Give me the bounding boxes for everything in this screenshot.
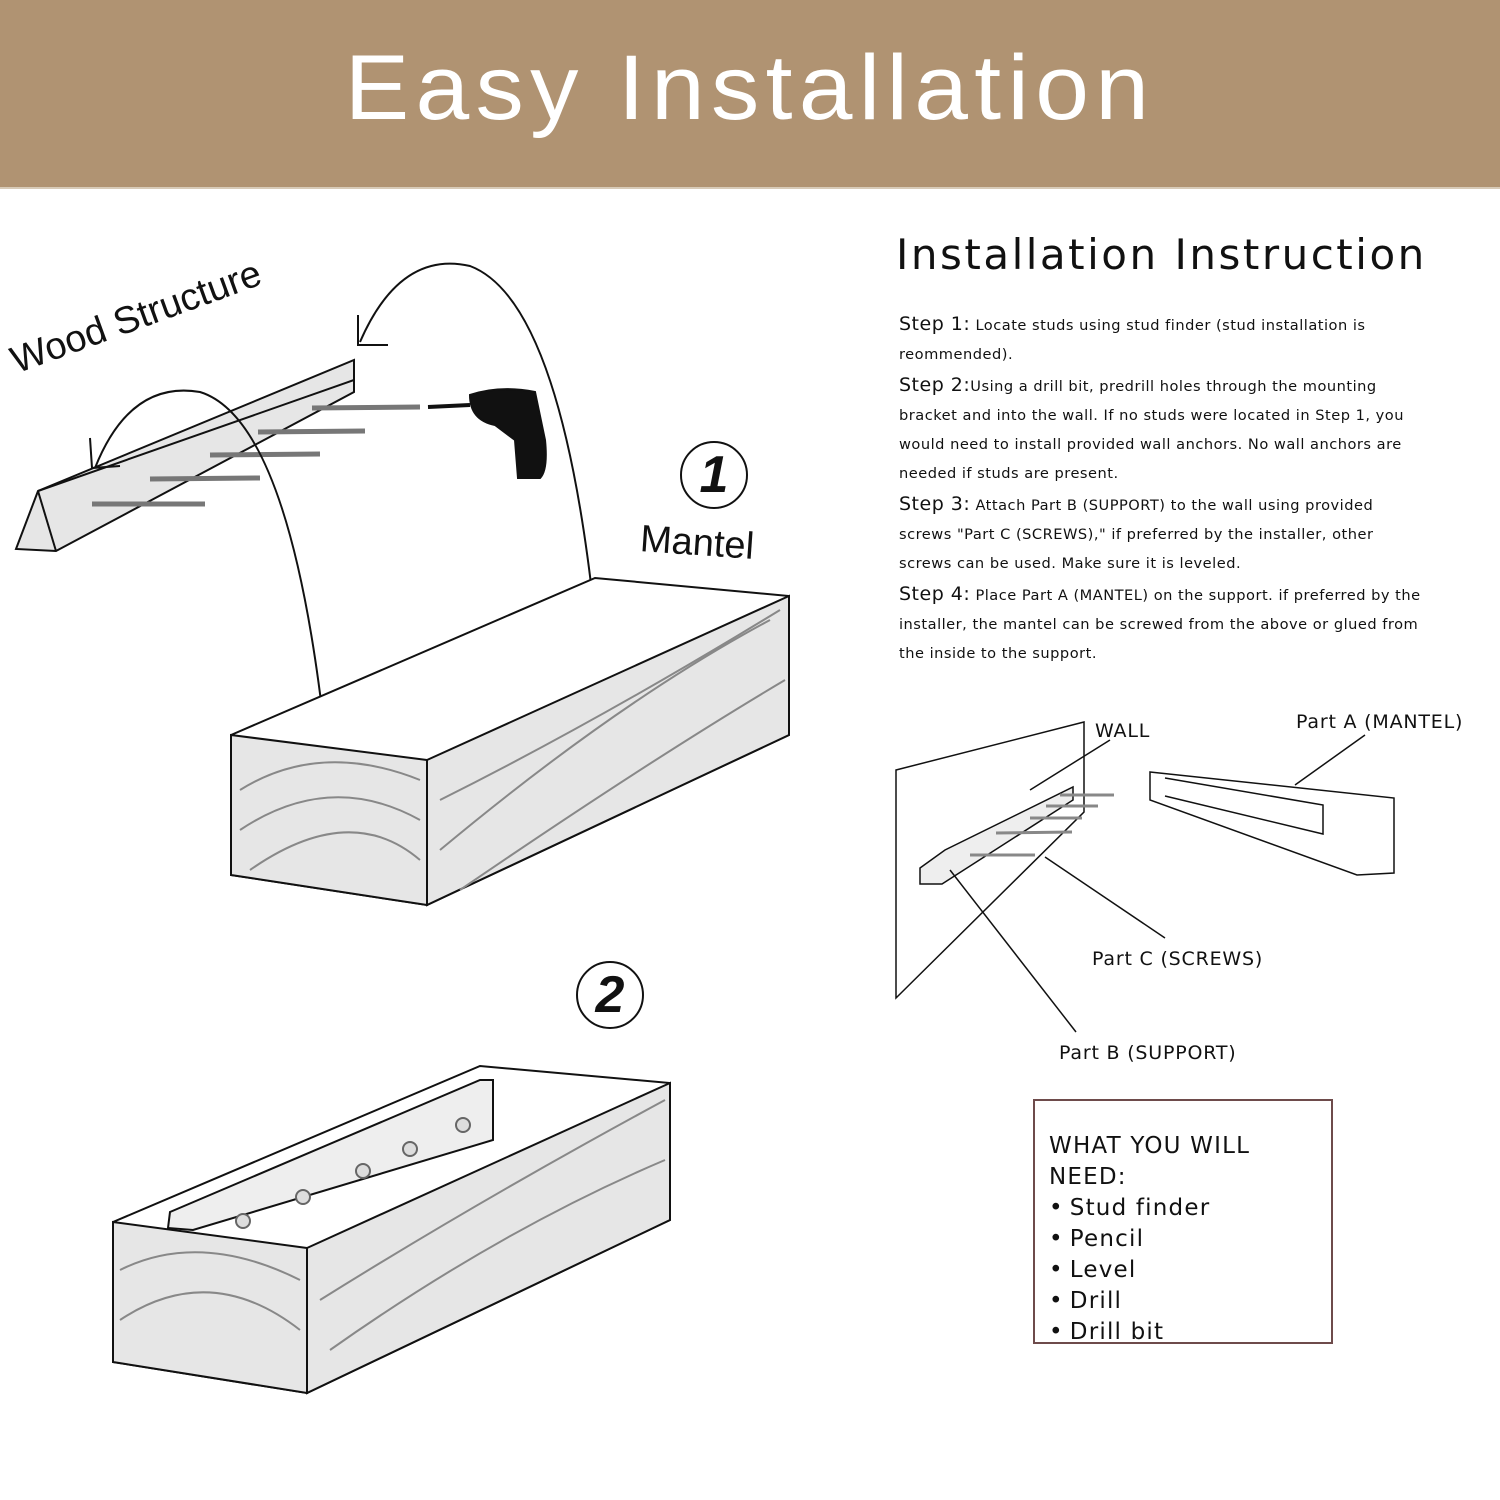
page-title: Easy Installation [344,37,1156,139]
arrow-curve-right [359,262,595,611]
instruction-steps: Step 1: Locate studs using stud finder (… [899,310,1429,670]
step-text: Using a drill bit, predrill holes throug… [899,378,1404,482]
part-a-label: Part A (MANTEL) [1296,711,1464,733]
tool-item: Drill [1049,1286,1331,1317]
tools-needed-title: WHAT YOU WILL NEED: [1049,1133,1251,1190]
instructions-title: Installation Instruction [896,230,1427,279]
part-b-label: Part B (SUPPORT) [1059,1042,1237,1064]
header-banner: Easy Installation [0,0,1500,189]
tool-item: Drill bit [1049,1317,1331,1348]
part-c-label: Part C (SCREWS) [1092,948,1264,970]
step-2: Step 2:Using a drill bit, predrill holes… [899,371,1429,488]
step-1: Step 1: Locate studs using stud finder (… [899,310,1429,369]
step-3: Step 3: Attach Part B (SUPPORT) to the w… [899,490,1429,578]
screws [92,404,421,507]
step-text: Attach Part B (SUPPORT) to the wall usin… [899,497,1374,572]
tools-list: Stud finder Pencil Level Drill Drill bit [1049,1193,1331,1348]
parts-diagram [895,721,1395,1033]
mantel-label: Mantel [638,518,756,568]
step-text: Place Part A (MANTEL) on the support. if… [899,587,1421,662]
mantel-1 [230,576,790,907]
step-label: Step 1: [899,313,971,335]
tool-item: Pencil [1049,1224,1331,1255]
tool-item: Stud finder [1049,1193,1331,1224]
arrow-curve-left [94,389,326,736]
step-number-1: 1 [680,441,748,509]
step-label: Step 4: [899,583,971,605]
wall-label: WALL [1095,720,1151,742]
mantel-2 [112,1064,671,1395]
step-4: Step 4: Place Part A (MANTEL) on the sup… [899,580,1429,668]
step-text: Locate studs using stud finder (stud ins… [899,317,1366,363]
tool-item: Level [1049,1255,1331,1286]
step-label: Step 3: [899,493,971,515]
tools-needed-box: WHAT YOU WILL NEED: Stud finder Pencil L… [1033,1099,1333,1345]
drill-icon [427,388,547,479]
step-label: Step 2: [899,374,971,396]
step-number-2: 2 [576,961,644,1029]
